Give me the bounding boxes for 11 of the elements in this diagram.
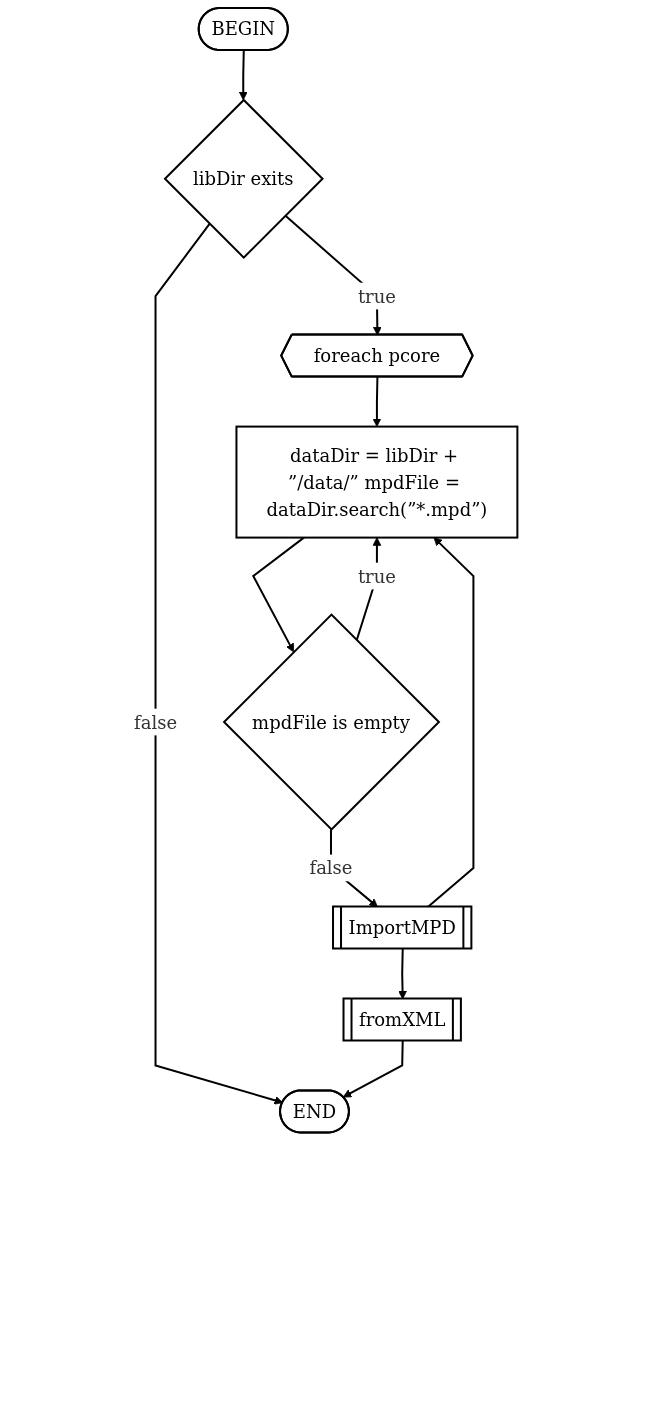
arrow [372, 376, 382, 427]
arrow [154, 222, 284, 1105]
node-box: dataDir = libDir + ”/data/” mpdFile = dataDir.search(”*.mpd”) [235, 425, 519, 539]
arrow [239, 49, 248, 101]
edge-label: false [134, 711, 178, 733]
arrow [252, 536, 306, 653]
node-diamond: libDir exits [163, 98, 325, 259]
edge-label: true [358, 285, 397, 307]
edge-label: false [309, 857, 353, 879]
node-diamond: mpdFile is empty [222, 613, 441, 831]
edge-label: true [358, 565, 397, 587]
